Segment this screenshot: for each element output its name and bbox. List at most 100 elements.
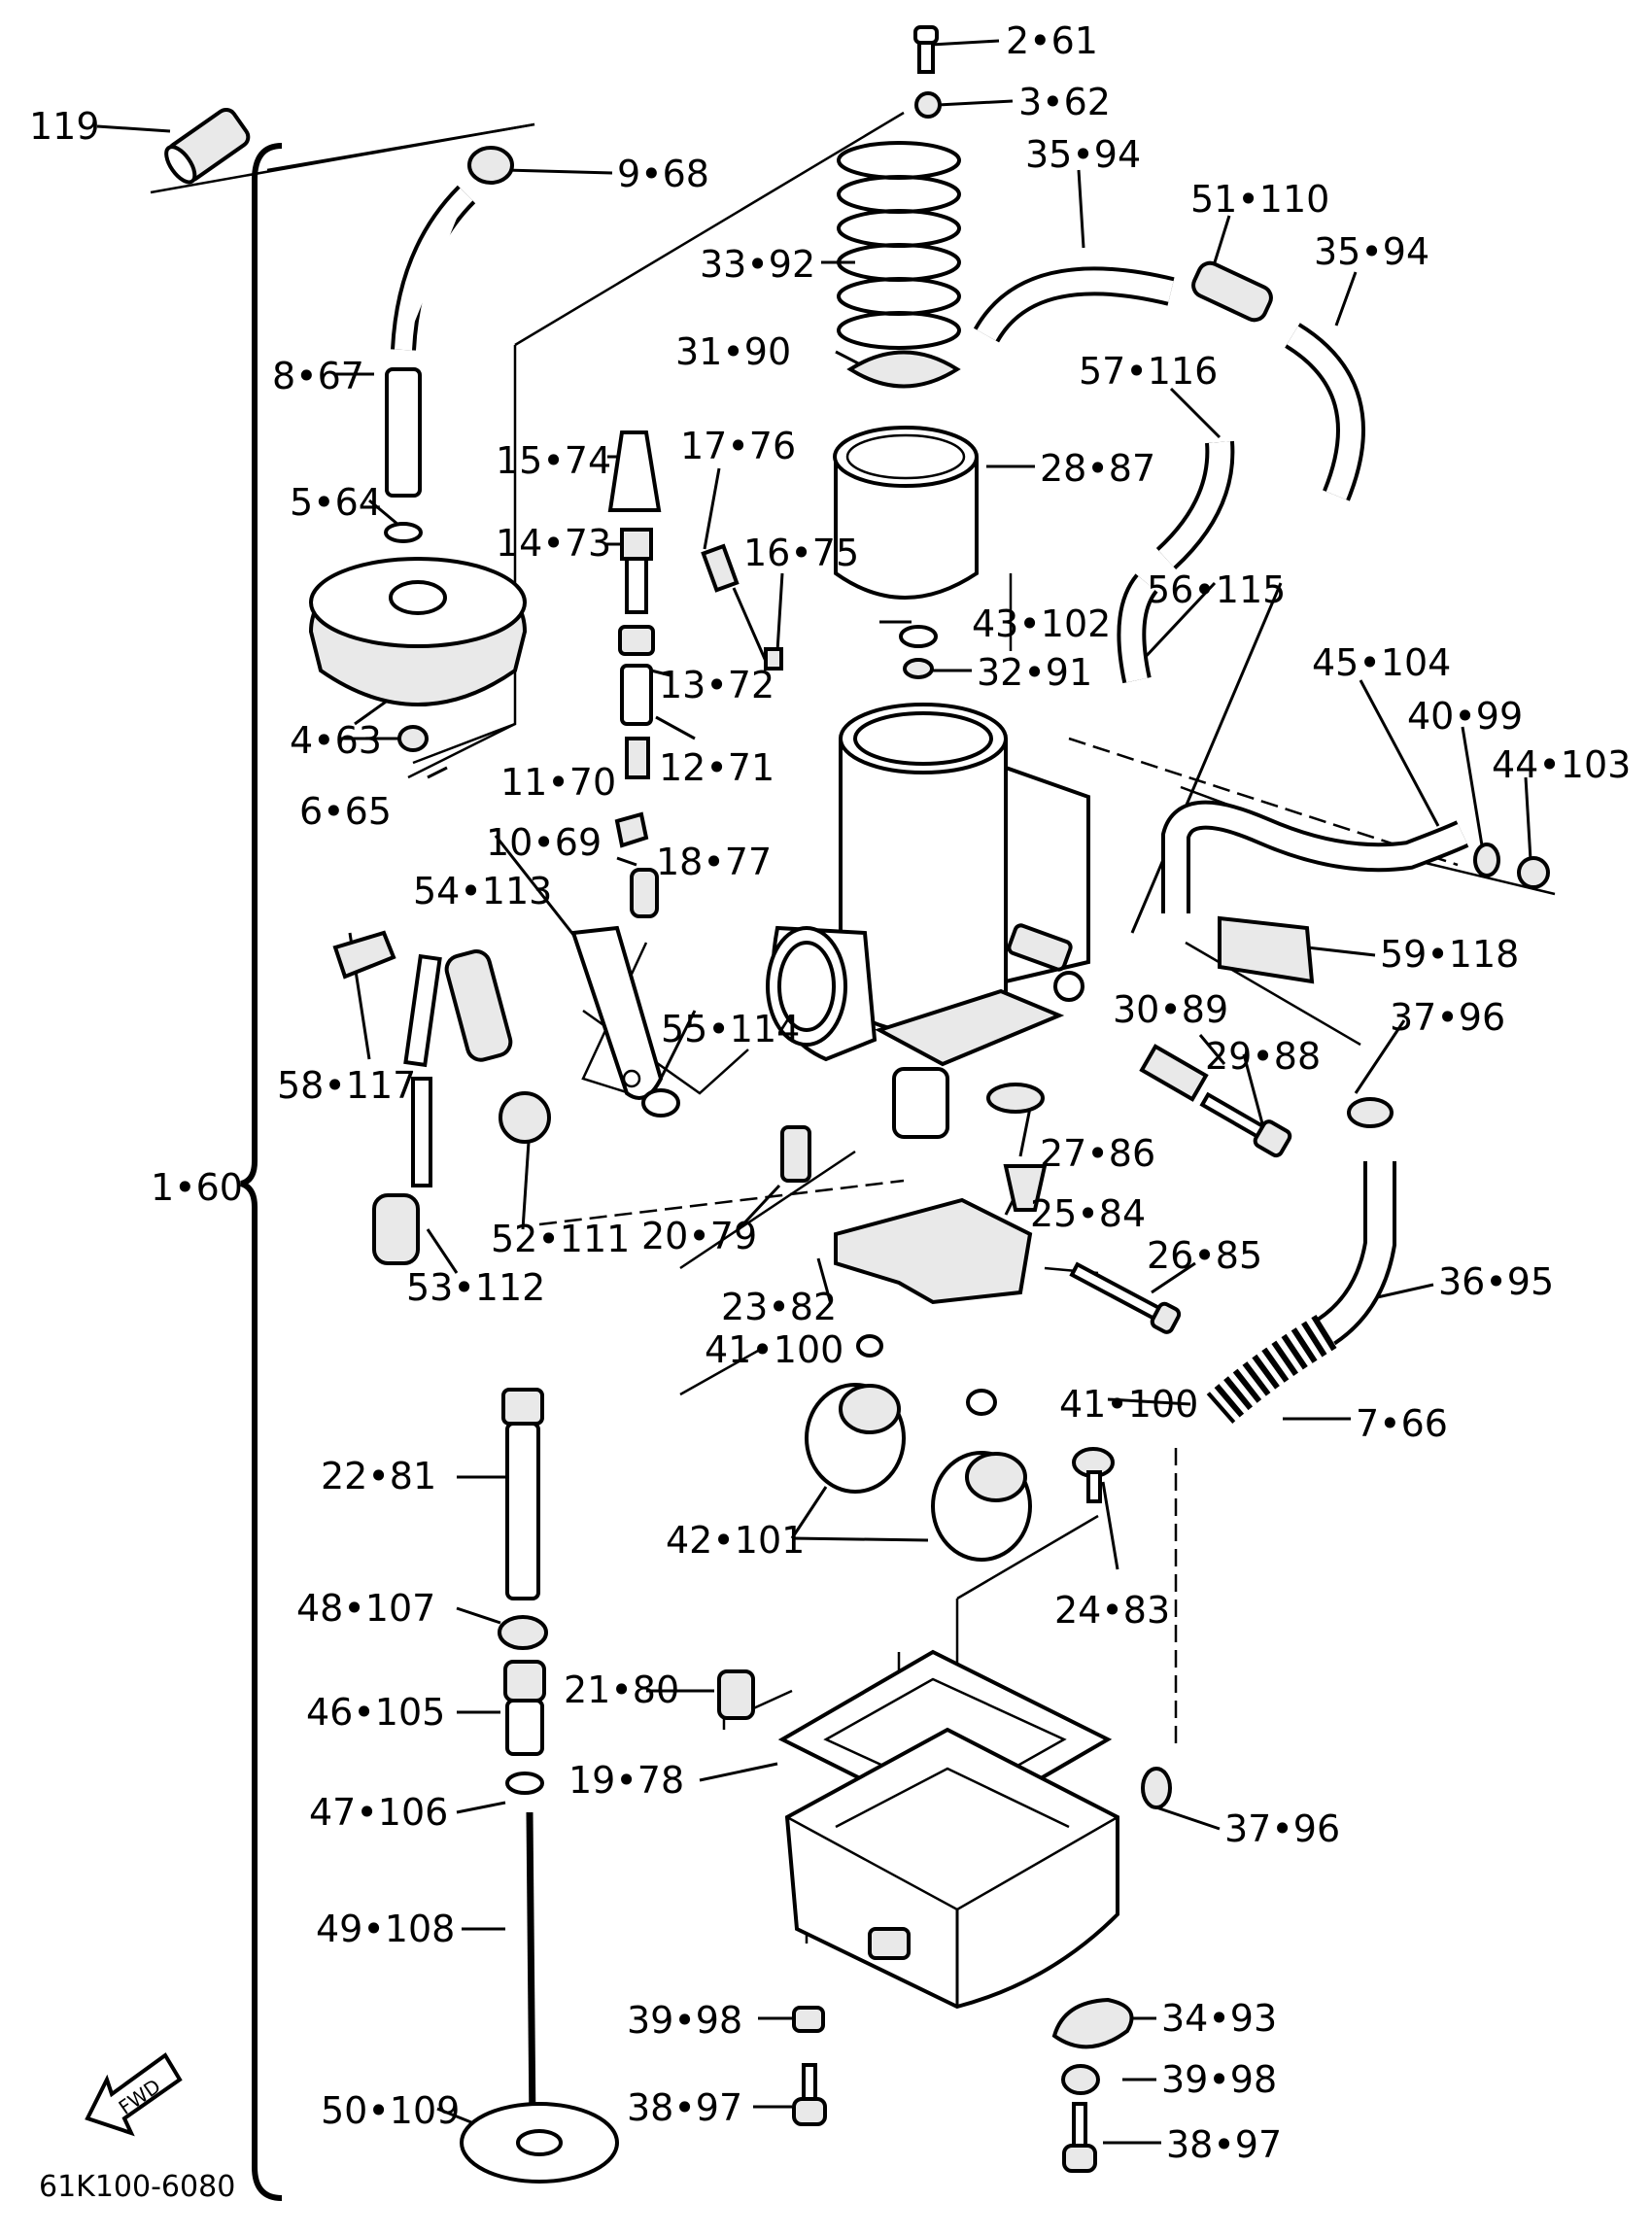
part-spring-11 [625,737,650,779]
part-plate-34 [1051,1997,1134,2049]
part-plate-10 [614,811,649,848]
parts [85,25,1550,2184]
part-nut-13 [618,625,655,656]
part-plug-41b [966,1389,997,1416]
part-carburetor-body [766,703,1090,1139]
callout-23: 23•82 [721,1286,837,1328]
callout-14: 14•73 [496,522,611,565]
callout-20: 20•79 [641,1215,757,1257]
part-needle-jet-22 [501,1388,544,1600]
callout-40: 40•99 [1407,695,1523,738]
part-cable-52 [444,949,513,1062]
callout-43: 43•102 [972,602,1111,645]
callout-33: 33•92 [700,243,815,286]
callout-36: 36•95 [1438,1260,1554,1303]
callout-39a: 39•98 [627,1999,742,2042]
callout-37a: 37•96 [1390,996,1505,1039]
part-float-arm-23 [834,1197,1033,1305]
callout-labels: FWD 1•60 61K100-6080 2•61 3•62 119 9•68 … [29,19,1631,2204]
part-cap-15 [607,430,662,512]
part-float-42 [805,1383,1032,1562]
part-washer-48 [498,1615,548,1650]
callout-32: 32•91 [977,651,1092,694]
callout-34: 34•93 [1161,1997,1277,2040]
part-spring-30 [1139,1044,1209,1102]
callout-16: 16•75 [743,532,859,574]
callout-41b: 41•100 [1059,1383,1198,1426]
part-fitting-8 [385,367,422,498]
part-screw-29 [1199,1091,1292,1158]
part-clamp-37b [1141,1767,1172,1809]
part-plug-44 [1517,856,1550,889]
callout-38a: 38•97 [627,2086,742,2129]
callout-24: 24•83 [1054,1589,1170,1632]
callout-3: 3•62 [1018,81,1111,123]
part-screw-38a [792,2063,827,2126]
part-spring-33 [837,141,961,350]
part-piston-28 [833,426,979,600]
part-washer-27 [986,1083,1045,1114]
part-washer-39a [792,2006,825,2033]
callout-119: 119 [29,105,100,148]
part-washer-39b [1061,2064,1100,2095]
part-cap-9 [467,146,514,185]
callout-12: 12•71 [659,746,774,789]
callout-22: 22•81 [321,1455,436,1497]
callout-48: 48•107 [296,1587,435,1630]
part-clip-16 [764,647,783,671]
callout-54: 54•113 [413,870,552,912]
callout-58: 58•117 [277,1064,416,1107]
callout-10: 10•69 [486,821,602,864]
diagram-code: 61K100-6080 [39,2170,235,2204]
callout-30: 30•89 [1113,988,1228,1031]
callout-53: 53•112 [406,1266,545,1309]
callout-46: 46•105 [306,1691,445,1734]
callout-50: 50•109 [321,2089,460,2132]
callout-21: 21•80 [564,1668,679,1711]
callout-27: 27•86 [1040,1132,1155,1175]
callout-19: 19•78 [568,1759,684,1802]
part-screw-2 [913,25,939,74]
part-sleeve-119 [164,107,251,185]
part-screw-38b [1062,2102,1097,2173]
callout-28: 28•87 [1040,447,1155,490]
callout-49: 49•108 [316,1908,455,1950]
part-rod-49 [526,1811,536,2129]
part-spring-7 [1206,1314,1337,1424]
part-screw-24 [1072,1447,1115,1503]
part-washer-50 [460,2102,619,2184]
callout-55: 55•114 [661,1008,800,1050]
part-oring-5 [384,522,423,543]
callout-11: 11•70 [500,761,616,804]
part-oring-47 [505,1772,544,1795]
callout-44: 44•103 [1492,743,1631,786]
part-jet-holder-46 [503,1660,546,1756]
part-fitting-12 [620,664,653,726]
part-plunger-18 [630,868,659,918]
callout-56: 56•115 [1147,568,1286,611]
callout-18: 18•77 [656,841,772,883]
part-clamp-40 [1473,843,1500,877]
callout-52: 52•111 [491,1218,630,1260]
part-jet-25 [1003,1164,1048,1212]
part-cable-53 [403,953,442,1068]
part-bolt-14 [620,528,653,614]
callout-13: 13•72 [659,664,774,706]
part-plunger-53 [372,1193,420,1265]
part-nut-52 [499,1091,551,1144]
part-float-bowl [784,1727,1119,2010]
callout-9: 9•68 [617,153,709,195]
part-plug-21 [717,1669,755,1720]
callout-29: 29•88 [1205,1035,1321,1078]
callout-38b: 38•97 [1166,2123,1282,2166]
assembly-brace [239,143,283,2201]
callout-5: 5•64 [290,481,382,524]
callout-26: 26•85 [1147,1234,1262,1277]
callout-57: 57•116 [1079,350,1218,393]
part-top-cap-4 [308,556,528,706]
part-washer-3 [914,91,942,119]
part-joint-51 [1191,260,1273,323]
callout-15: 15•74 [496,439,611,482]
